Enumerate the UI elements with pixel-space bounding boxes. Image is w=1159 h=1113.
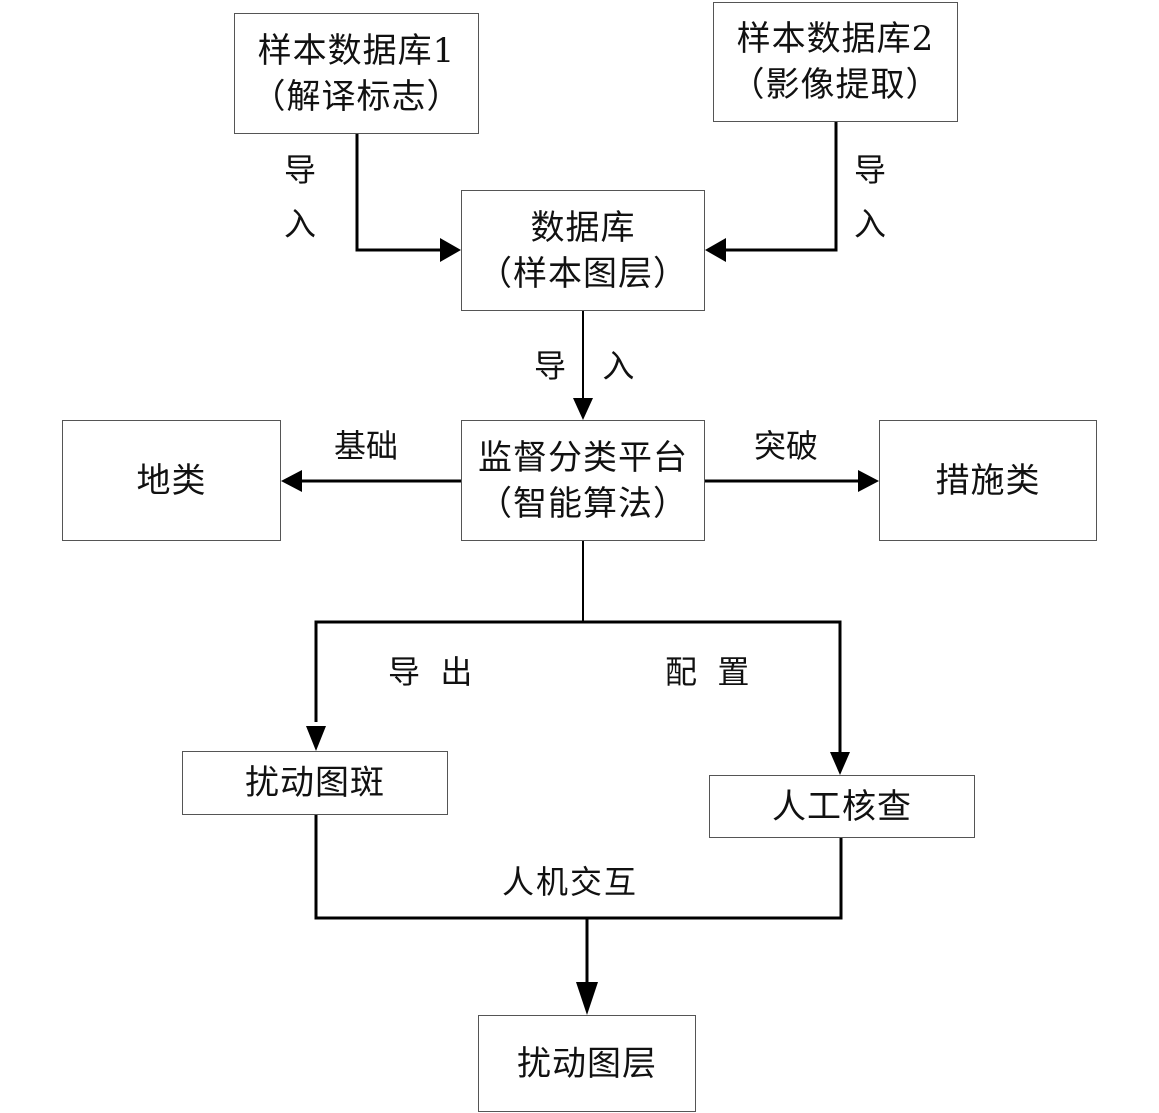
node-land-class-label: 地类 bbox=[136, 460, 207, 501]
node-disturb-patch-label: 扰动图斑 bbox=[245, 763, 385, 803]
node-disturb-layer-label: 扰动图层 bbox=[517, 1043, 657, 1084]
node-platform-line1: 监督分类平台 bbox=[478, 437, 688, 478]
node-sample-db1-line1: 样本数据库1 bbox=[257, 30, 456, 71]
label-db2-import-top: 导 bbox=[853, 151, 886, 189]
label-db1-import-top: 导 bbox=[283, 151, 316, 189]
node-database-line2: （样本图层） bbox=[478, 253, 688, 294]
node-land-class: 地类 bbox=[62, 420, 281, 541]
label-basis: 基础 bbox=[334, 427, 399, 465]
arrowhead-db1 bbox=[440, 238, 461, 262]
label-export: 导 出 bbox=[388, 653, 473, 691]
arrowhead-patch bbox=[306, 726, 326, 751]
edge-split-bar bbox=[314, 620, 842, 752]
arrowhead-land bbox=[281, 470, 302, 492]
node-measure-class-label: 措施类 bbox=[935, 460, 1041, 501]
node-disturb-patch: 扰动图斑 bbox=[182, 751, 448, 815]
node-database: 数据库 （样本图层） bbox=[461, 190, 705, 311]
arrowhead-db2 bbox=[705, 238, 726, 262]
label-db2-import-bottom: 入 bbox=[853, 205, 886, 243]
node-measure-class: 措施类 bbox=[879, 420, 1097, 541]
label-db1-import: 导 入 bbox=[280, 143, 320, 251]
edge-db2-to-database bbox=[726, 122, 838, 252]
arrowhead-layer bbox=[576, 982, 598, 1015]
node-sample-db2-line1: 样本数据库2 bbox=[736, 19, 935, 59]
node-sample-db1-line2: （解译标志） bbox=[251, 76, 462, 117]
arrowhead-measure bbox=[858, 470, 879, 492]
node-platform-line2: （智能算法） bbox=[478, 483, 688, 524]
node-sample-db1: 样本数据库1 （解译标志） bbox=[234, 13, 479, 134]
node-sample-db2: 样本数据库2 （影像提取） bbox=[713, 2, 958, 122]
label-human-machine: 人机交互 bbox=[502, 863, 639, 901]
node-database-line1: 数据库 bbox=[530, 207, 636, 248]
node-sample-db2-line2: （影像提取） bbox=[730, 65, 941, 105]
edge-merge-bar bbox=[314, 815, 843, 920]
label-db2-import: 导 入 bbox=[850, 143, 890, 251]
arrowhead-platform bbox=[573, 398, 593, 420]
label-breakthrough: 突破 bbox=[754, 427, 819, 465]
node-platform: 监督分类平台 （智能算法） bbox=[461, 420, 705, 541]
label-database-import: 导 入 bbox=[534, 347, 635, 385]
edge-db1-to-database bbox=[355, 134, 440, 252]
node-manual-check-label: 人工核查 bbox=[772, 786, 912, 827]
arrowhead-check bbox=[830, 752, 850, 775]
label-db1-import-bottom: 入 bbox=[283, 205, 316, 243]
node-manual-check: 人工核查 bbox=[709, 775, 975, 838]
node-disturb-layer: 扰动图层 bbox=[478, 1015, 696, 1112]
label-config: 配 置 bbox=[665, 653, 750, 691]
